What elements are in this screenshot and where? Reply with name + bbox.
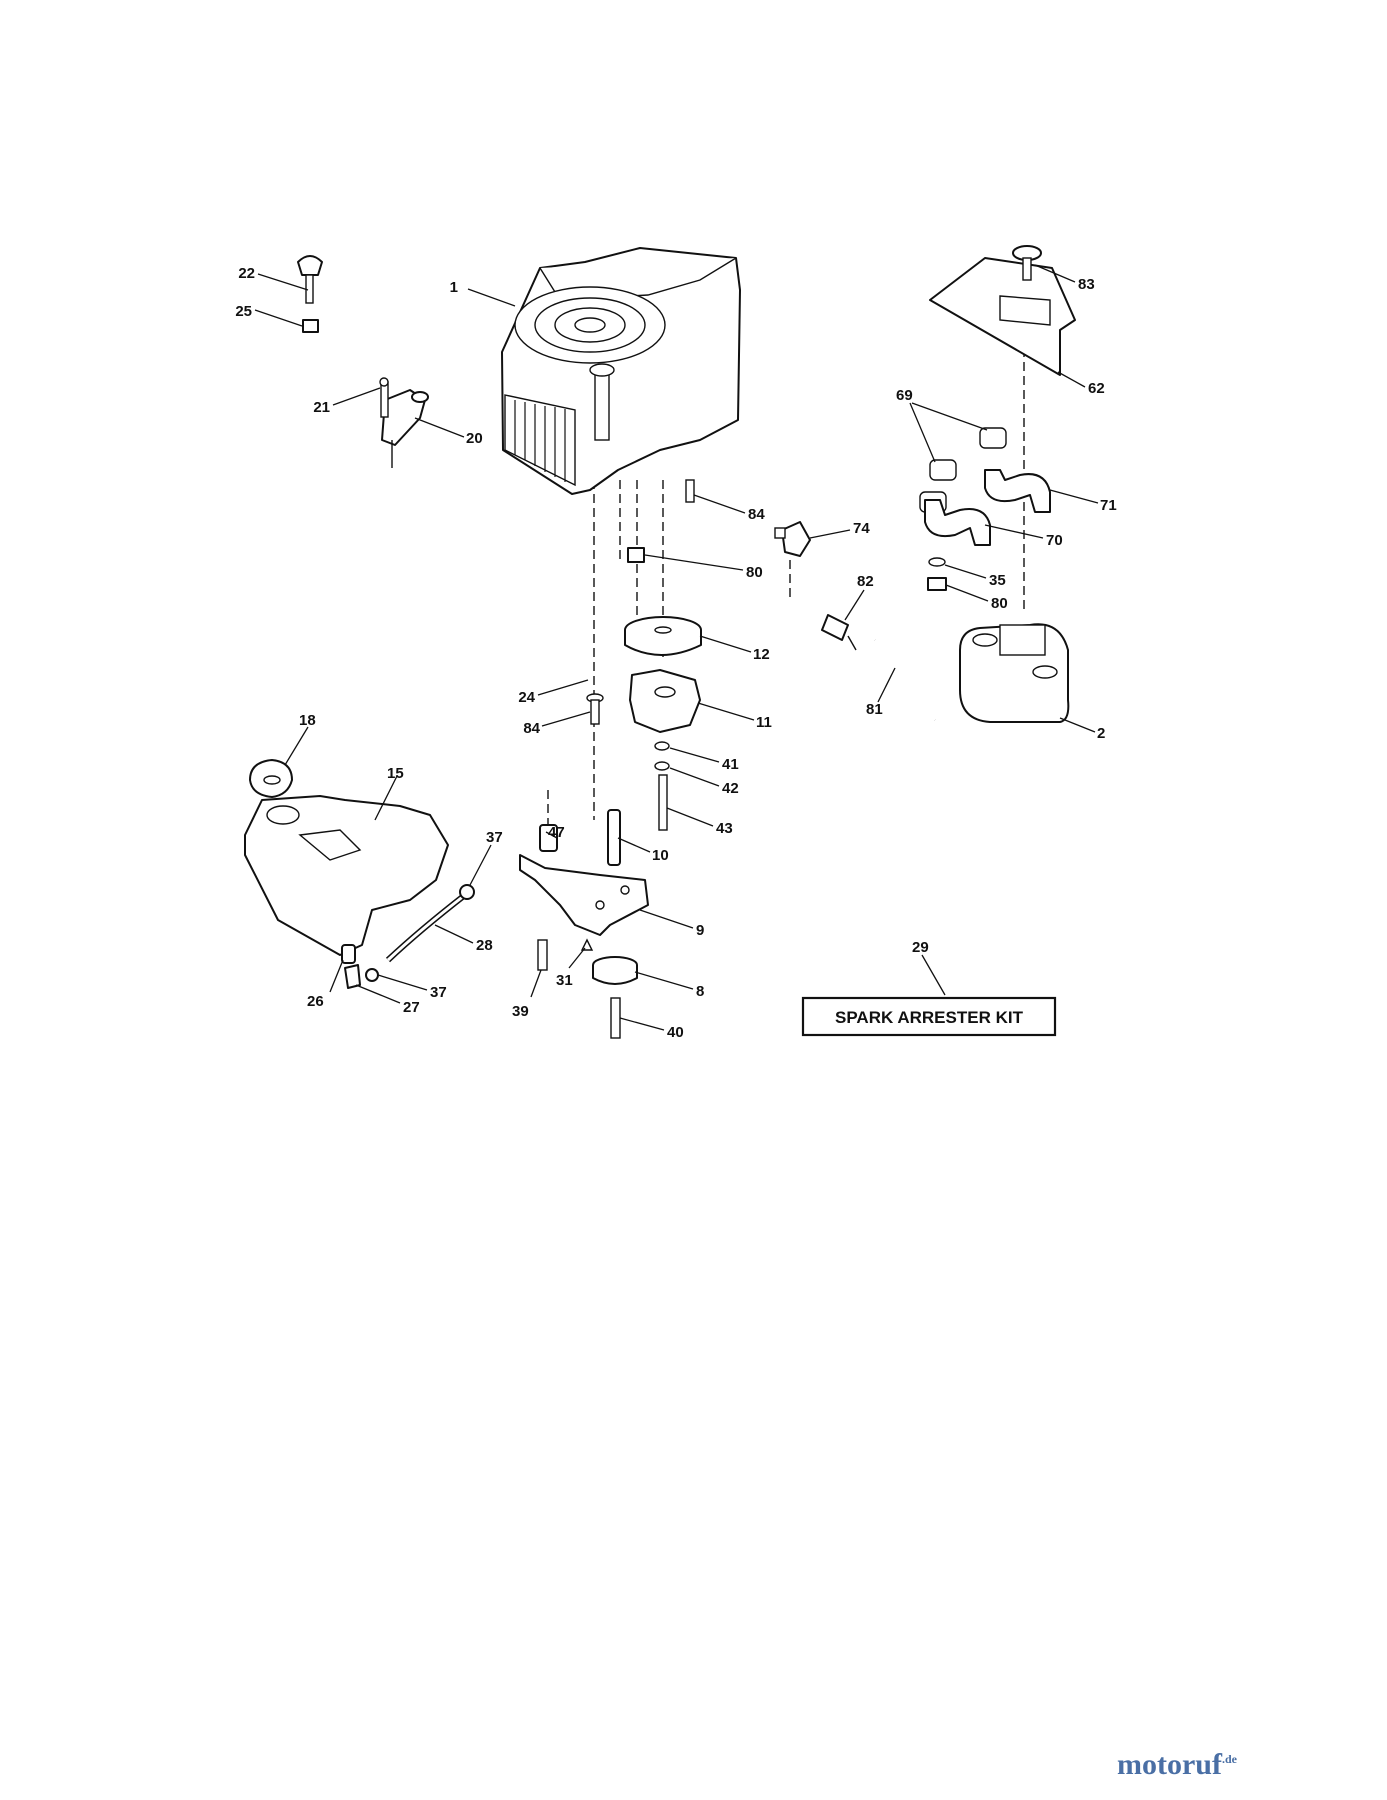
nut-25-part [302, 319, 319, 333]
callout-24[interactable]: 24 [518, 689, 535, 706]
shutoff-27-part [344, 964, 361, 989]
callout-80b[interactable]: 80 [991, 595, 1008, 612]
muffler-part [959, 623, 1070, 723]
callout-11[interactable]: 11 [756, 714, 772, 731]
callout-10[interactable]: 10 [652, 847, 669, 864]
clutch-11-part [629, 669, 701, 733]
callout-2[interactable]: 2 [1097, 725, 1105, 742]
callout-18[interactable]: 18 [299, 712, 316, 729]
bolt-84b-part [590, 699, 600, 725]
spark-arrester-kit-box[interactable]: SPARK ARRESTER KIT [801, 996, 1057, 1037]
heat-shield-part [929, 257, 1076, 376]
engine-part [501, 247, 741, 495]
callout-74[interactable]: 74 [853, 520, 870, 537]
pin-10-part [607, 809, 621, 866]
watermark-main: motoruf [1117, 1748, 1222, 1781]
bolt-83-part [1012, 245, 1042, 281]
callout-12[interactable]: 12 [753, 646, 770, 663]
watermark-logo: motoruf.de [1117, 1748, 1237, 1782]
callout-37b[interactable]: 37 [430, 984, 447, 1001]
callout-27[interactable]: 27 [403, 999, 420, 1016]
callout-69[interactable]: 69 [896, 387, 913, 404]
washer-42-part [654, 761, 670, 771]
callout-47[interactable]: 47 [548, 824, 565, 841]
callout-70[interactable]: 70 [1046, 532, 1063, 549]
callout-21[interactable]: 21 [313, 399, 330, 416]
callout-39[interactable]: 39 [512, 1003, 529, 1020]
nut-80b-part [927, 577, 947, 591]
callout-40[interactable]: 40 [667, 1024, 684, 1041]
leader-lines [254, 264, 1099, 1031]
callout-28[interactable]: 28 [476, 937, 493, 954]
fuel-line-81-part [873, 637, 938, 721]
throttle-bracket-20-part [381, 389, 429, 468]
watermark-suffix: .de [1222, 1752, 1237, 1766]
callout-15[interactable]: 15 [387, 765, 404, 782]
callout-43[interactable]: 43 [716, 820, 733, 837]
callout-81[interactable]: 81 [866, 701, 883, 718]
washer-41-part [654, 741, 670, 751]
callout-42[interactable]: 42 [722, 780, 739, 797]
bolt-39-part [537, 939, 548, 971]
callout-20[interactable]: 20 [466, 430, 483, 447]
callout-1[interactable]: 1 [450, 279, 458, 296]
callout-84b[interactable]: 84 [523, 720, 540, 737]
callout-22[interactable]: 22 [238, 265, 255, 282]
fuel-filter-82-part [821, 614, 857, 651]
callout-35[interactable]: 35 [989, 572, 1006, 589]
bolt-21-part [379, 377, 389, 418]
fuel-cap-18-part [249, 759, 293, 798]
callout-82[interactable]: 82 [857, 573, 874, 590]
nut-80a-part [627, 547, 645, 563]
idler-8-part [592, 956, 638, 985]
bolt-84a-part [685, 479, 695, 503]
callout-9[interactable]: 9 [696, 922, 704, 939]
callout-25[interactable]: 25 [235, 303, 252, 320]
washer-35-part [928, 557, 946, 567]
washer-31-part [580, 938, 594, 951]
spark-arrester-kit-label: SPARK ARRESTER KIT [835, 1008, 1024, 1027]
fuel-tank-15-part [244, 795, 449, 956]
callout-29[interactable]: 29 [912, 939, 929, 956]
exhaust-pipe-70-part [924, 499, 991, 546]
clamp-37a-part [459, 884, 475, 900]
callout-37a[interactable]: 37 [486, 829, 503, 846]
pulley-12-part [624, 616, 702, 656]
knob-22-part [297, 255, 323, 304]
callout-80a[interactable]: 80 [746, 564, 763, 581]
bracket-9-part [519, 854, 649, 936]
callout-41[interactable]: 41 [722, 756, 739, 773]
clamp-37b-part [365, 968, 379, 982]
callout-26[interactable]: 26 [307, 993, 324, 1010]
solenoid-74-part [774, 521, 811, 557]
bolt-43-part [658, 774, 668, 831]
callout-71[interactable]: 71 [1100, 497, 1117, 514]
callout-8[interactable]: 8 [696, 983, 704, 1000]
fitting-26-part [341, 944, 356, 964]
callout-83[interactable]: 83 [1078, 276, 1095, 293]
callout-labels: 1 2 8 9 10 11 12 15 18 20 21 22 24 25 26… [235, 265, 1116, 1041]
callout-62[interactable]: 62 [1088, 380, 1105, 397]
callout-84a[interactable]: 84 [748, 506, 765, 523]
fuel-line-28-part [385, 892, 467, 963]
exhaust-pipe-71-part [984, 469, 1051, 513]
bolt-40-part [610, 997, 621, 1039]
callout-31[interactable]: 31 [556, 972, 573, 989]
